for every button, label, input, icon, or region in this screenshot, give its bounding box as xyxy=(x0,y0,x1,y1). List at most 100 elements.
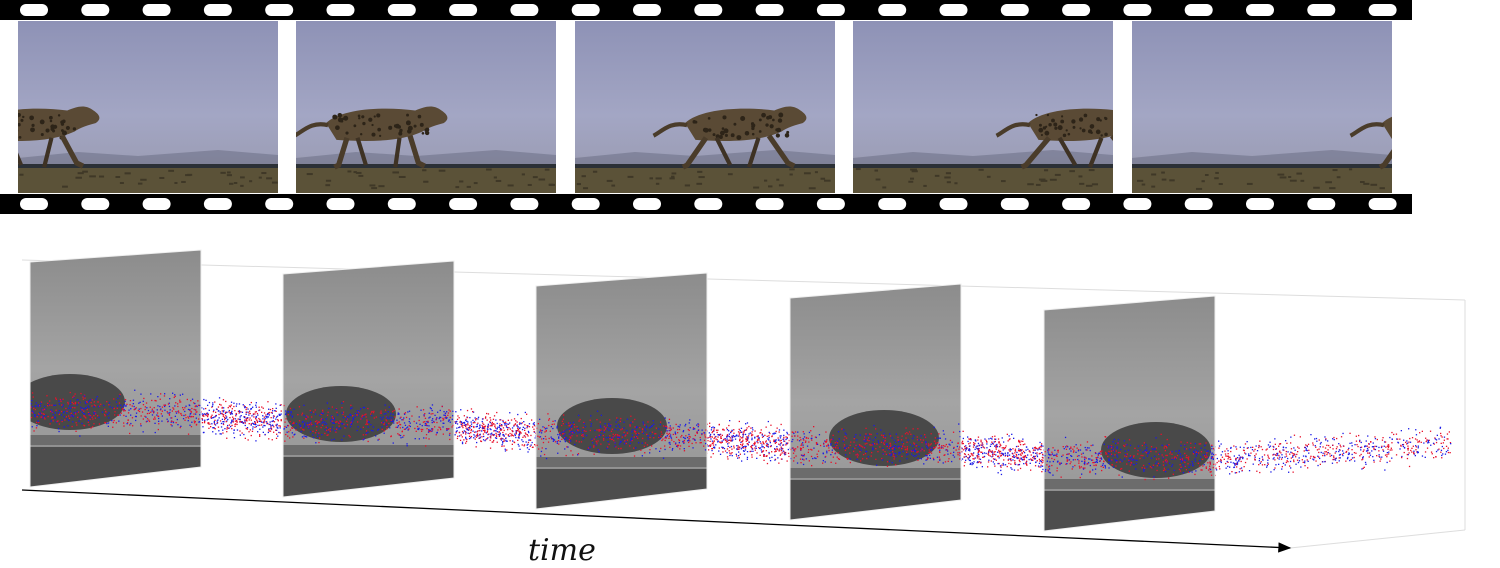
event-point xyxy=(1319,446,1321,448)
event-point xyxy=(855,444,857,446)
event-point xyxy=(632,429,634,431)
event-point xyxy=(1414,438,1417,440)
event-point xyxy=(475,431,477,433)
event-point xyxy=(80,406,82,408)
event-point xyxy=(531,441,533,444)
event-point xyxy=(959,458,961,460)
event-point xyxy=(743,431,745,433)
event-point xyxy=(947,453,949,455)
event-point xyxy=(1354,444,1356,446)
event-point xyxy=(768,451,770,454)
event-point xyxy=(275,416,278,418)
event-point xyxy=(942,430,944,432)
event-point xyxy=(275,403,277,405)
event-point xyxy=(998,449,1000,452)
event-point xyxy=(97,406,100,408)
event-point xyxy=(366,422,368,424)
event-point xyxy=(433,421,435,423)
event-point xyxy=(765,444,768,446)
event-point xyxy=(837,452,839,454)
event-point xyxy=(459,439,462,441)
event-point xyxy=(363,406,366,409)
event-point xyxy=(220,422,223,425)
event-point xyxy=(72,415,75,418)
event-point xyxy=(688,435,690,438)
event-point xyxy=(937,447,939,449)
event-point xyxy=(958,423,960,425)
event-point xyxy=(470,429,472,432)
event-point xyxy=(201,413,203,415)
event-point xyxy=(511,429,513,432)
event-point xyxy=(964,461,966,463)
event-point xyxy=(1362,458,1364,460)
event-point xyxy=(75,430,77,432)
event-point xyxy=(682,431,684,433)
event-point xyxy=(84,413,86,415)
event-point xyxy=(84,397,86,399)
event-point xyxy=(475,418,477,420)
event-point xyxy=(216,422,218,425)
event-point xyxy=(510,419,513,421)
event-point xyxy=(160,408,162,410)
event-point xyxy=(263,419,266,421)
event-point xyxy=(384,404,386,406)
event-point xyxy=(507,429,509,431)
event-point xyxy=(336,428,338,430)
event-point xyxy=(707,436,709,439)
event-point xyxy=(390,413,392,415)
event-point xyxy=(938,443,940,446)
event-point xyxy=(350,423,353,425)
event-point xyxy=(119,414,121,416)
event-point xyxy=(668,435,671,437)
event-point xyxy=(346,420,348,422)
event-point xyxy=(283,428,285,431)
event-point xyxy=(58,410,60,412)
event-point xyxy=(685,423,687,426)
event-point xyxy=(517,439,519,441)
event-point xyxy=(475,426,477,428)
event-point xyxy=(39,412,41,414)
event-point xyxy=(729,420,731,422)
event-point xyxy=(1041,459,1043,461)
event-point xyxy=(769,457,771,459)
event-point xyxy=(213,422,215,424)
event-point xyxy=(75,422,77,424)
event-point xyxy=(458,435,461,437)
event-point xyxy=(623,443,626,445)
event-slice xyxy=(29,249,314,488)
event-point xyxy=(421,425,423,427)
grayscale-frame xyxy=(283,261,454,497)
event-point xyxy=(105,422,107,424)
event-point xyxy=(545,438,547,440)
event-point xyxy=(40,413,42,415)
event-point xyxy=(284,421,286,423)
event-point xyxy=(1448,431,1450,433)
event-point xyxy=(284,413,287,416)
event-point xyxy=(533,422,535,424)
event-point xyxy=(619,440,622,443)
event-point xyxy=(915,448,917,450)
event-point xyxy=(418,419,420,422)
event-point xyxy=(834,446,836,448)
event-point xyxy=(258,420,260,422)
event-point xyxy=(124,410,126,412)
event-point xyxy=(712,453,714,455)
event-point xyxy=(289,414,292,416)
event-point xyxy=(826,450,828,452)
event-point xyxy=(763,443,765,445)
event-point xyxy=(814,457,816,459)
event-point xyxy=(493,434,495,437)
event-point xyxy=(479,424,481,426)
event-point xyxy=(383,432,385,434)
event-point xyxy=(261,424,263,426)
event-point xyxy=(260,420,262,422)
event-point xyxy=(676,444,678,446)
event-point xyxy=(593,446,595,448)
event-point xyxy=(428,425,430,427)
event-point xyxy=(961,458,964,460)
event-point xyxy=(779,440,781,442)
event-point xyxy=(926,455,928,457)
event-point xyxy=(435,419,437,421)
event-point xyxy=(916,436,918,438)
event-point xyxy=(325,423,328,425)
